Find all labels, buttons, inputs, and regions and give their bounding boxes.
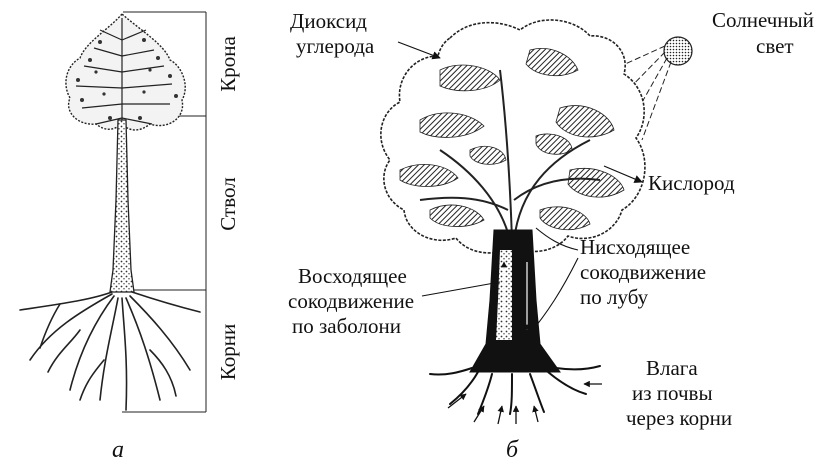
label-ascending-flow-3: по заболони xyxy=(292,314,401,338)
figure-a: Крона Ствол Корни а xyxy=(20,12,240,462)
caption-b: б xyxy=(506,437,519,462)
label-carbon-dioxide-1: Диоксид xyxy=(290,9,367,33)
crown-a xyxy=(66,14,185,130)
leader-ascending-flow xyxy=(422,282,500,296)
zone-label-crown: Крона xyxy=(216,36,240,92)
arrow-carbon-dioxide xyxy=(398,42,440,58)
label-ascending-flow-2: сокодвижение xyxy=(288,289,414,313)
label-descending-flow-2: сокодвижение xyxy=(580,260,706,284)
label-descending-flow-3: по лубу xyxy=(580,285,649,309)
water-arrows xyxy=(448,384,602,424)
label-water-3: через корни xyxy=(626,406,732,430)
zone-label-roots: Корни xyxy=(216,324,240,380)
trunk-a xyxy=(110,120,134,292)
zone-label-trunk: Ствол xyxy=(216,177,240,230)
label-carbon-dioxide-2: углерода xyxy=(296,34,375,58)
label-descending-flow-1: Нисходящее xyxy=(580,235,690,259)
label-water-2: из почвы xyxy=(632,381,713,405)
roots-b xyxy=(430,366,600,414)
label-oxygen: Кислород xyxy=(648,171,735,195)
figure-b: Диоксид углерода Солнечный свет Кислород… xyxy=(288,8,814,462)
crown-b xyxy=(381,20,645,253)
caption-a: а xyxy=(112,437,124,462)
label-water-1: Влага xyxy=(646,356,698,380)
label-sunlight-1: Солнечный xyxy=(712,8,814,32)
label-sunlight-2: свет xyxy=(756,34,794,58)
label-ascending-flow-1: Восходящее xyxy=(298,264,407,288)
sun-icon xyxy=(664,37,692,65)
roots-a xyxy=(20,292,200,410)
